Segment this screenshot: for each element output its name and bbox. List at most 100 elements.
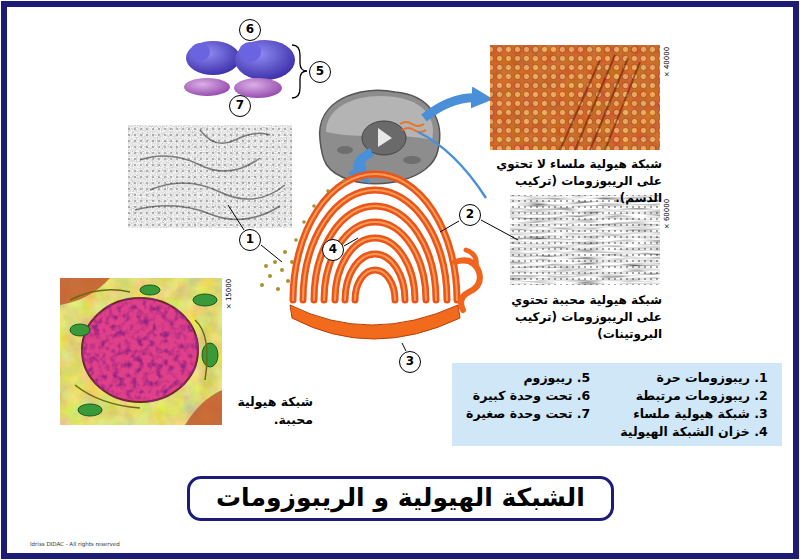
- leader-line-part: [440, 221, 459, 232]
- er-illustration-part-part: [314, 206, 436, 300]
- micrograph-gray: [128, 125, 292, 228]
- micrograph-colour-part: [70, 324, 90, 336]
- magnification-label: × 40000: [663, 46, 671, 78]
- leader-line-part: [344, 238, 358, 246]
- micrograph-colour-part: [60, 278, 110, 305]
- blue-arrow: [358, 152, 372, 172]
- cell-illustration-part: [400, 122, 426, 132]
- key-entry: 1. ريبوزومات حرة: [620, 370, 767, 385]
- er-illustration-part-part: [302, 220, 306, 224]
- callout-number: 7: [229, 95, 251, 117]
- er-illustration-part-part: [303, 190, 447, 300]
- blue-arrow: [424, 98, 478, 118]
- cell-illustration-part: [378, 128, 392, 147]
- callout-number: 4: [322, 239, 344, 261]
- er-illustration-part-part: [355, 270, 395, 300]
- er-illustration-part-part: [324, 222, 426, 300]
- micrograph-smooth-er-part: [560, 55, 640, 150]
- key-entry: 3. شبكة هيولية ملساء: [620, 406, 767, 421]
- leader-line-part: [261, 245, 282, 262]
- cell-illustration-part: [337, 146, 353, 154]
- er-illustration-part: [260, 179, 346, 291]
- er-illustration-part-part: [303, 190, 447, 300]
- micrograph-rough-er: [510, 195, 660, 285]
- er-illustration-part: [290, 305, 460, 339]
- magnification-label: × 15000: [225, 278, 233, 310]
- bracket: [292, 45, 307, 98]
- micrograph-colour-part: [140, 285, 160, 295]
- er-illustration-part: [466, 250, 476, 266]
- micrograph-smooth-er-part: [490, 45, 660, 150]
- micrograph-colour-part: [202, 343, 218, 367]
- ribosome-model-part: [235, 40, 295, 80]
- er-illustration-part-part: [345, 254, 405, 300]
- er-illustration-part-part: [264, 264, 268, 268]
- callout-number: 6: [239, 19, 261, 41]
- key-entry: 4. خزان الشبكة الهيولية: [620, 424, 767, 439]
- callout-number: 3: [399, 351, 421, 373]
- ribosome-model-part: [239, 42, 261, 62]
- er-illustration-part-part: [260, 283, 264, 287]
- er-illustration-part-part: [342, 179, 346, 183]
- er-illustration: [260, 174, 480, 339]
- ribosome-model-part: [190, 43, 210, 61]
- ribosome-model: [184, 40, 307, 98]
- micrograph-colour-part: [70, 290, 207, 408]
- micrograph-gray-part: [128, 125, 292, 228]
- leader-line-part: [228, 205, 244, 230]
- er-illustration-part-part: [355, 270, 395, 300]
- er-illustration-part-part: [268, 274, 272, 278]
- key-entry: 2. ريبوزومات مرتبطة: [620, 388, 767, 403]
- er-illustration-part-part: [324, 222, 426, 300]
- er-illustration-part-part: [294, 238, 298, 242]
- er-illustration-part-part: [293, 174, 457, 300]
- er-illustration-part-part: [345, 254, 405, 300]
- blue-line: [418, 132, 486, 198]
- er-illustration-part: [293, 174, 457, 300]
- leader-line-part: [402, 343, 406, 351]
- key-entry: 5. ريبوزوم: [466, 370, 590, 385]
- micrograph-smooth-er-part: [490, 45, 660, 150]
- key-entry: 6. تحت وحدة كبيرة: [466, 388, 590, 403]
- er-illustration-part-part: [314, 206, 436, 300]
- micrograph-colour-part: [185, 390, 222, 425]
- er-illustration-part-part: [335, 238, 415, 300]
- micrograph-colour-part: [60, 278, 222, 425]
- micrograph-colour: [60, 278, 222, 425]
- cell-illustration-part: [403, 156, 421, 164]
- micrograph-colour-part: [82, 298, 198, 402]
- title-banner: الشبكة الهيولية و الريبوزومات: [187, 476, 614, 521]
- cell-illustration-part: [320, 90, 440, 183]
- er-illustration-part-part: [280, 268, 284, 272]
- micrograph-colour-part: [78, 404, 102, 416]
- ribosome-model-part: [186, 41, 240, 75]
- er-illustration-part-part: [326, 189, 330, 193]
- callout-number: 1: [239, 229, 261, 251]
- micrograph-smooth-er: [490, 45, 660, 150]
- callout-number: 5: [309, 61, 331, 83]
- leader-line: [228, 205, 518, 351]
- er-illustration-part-part: [276, 287, 280, 291]
- page-frame: [4, 4, 796, 556]
- er-illustration-part-part: [273, 260, 277, 264]
- micrograph-rough-er-part: [510, 195, 660, 285]
- caption-text: شبكة هيولية محببة تحتوي على الريبوزومات …: [484, 292, 662, 342]
- copyright-note: Idriss DIDAC - All rights reserved: [30, 541, 120, 547]
- leader-line-part: [481, 220, 518, 240]
- micrograph-gray-part: [128, 125, 292, 228]
- callout-number: 2: [459, 204, 481, 226]
- magnification-label: × 60000: [663, 198, 671, 230]
- er-illustration-part: [293, 174, 457, 300]
- ribosome-model-part: [184, 78, 230, 96]
- key-panel: 1. ريبوزومات حرة 2. ريبوزومات مرتبطة 3. شب…: [452, 363, 782, 446]
- caption-text: شبكة هيولية محببة.: [228, 393, 313, 428]
- micrograph-colour-part: [193, 294, 217, 306]
- micrograph-rough-er-part: [510, 195, 660, 285]
- er-illustration-part-part: [290, 260, 294, 264]
- key-entry: 7. تحت وحدة صغيرة: [466, 406, 590, 421]
- er-illustration-part-part: [286, 279, 290, 283]
- er-illustration-part-part: [293, 174, 457, 300]
- er-illustration-part-part: [312, 204, 316, 208]
- caption-text: شبكة هيولية ملساء لا تحتوي على الريبوزوم…: [477, 156, 662, 206]
